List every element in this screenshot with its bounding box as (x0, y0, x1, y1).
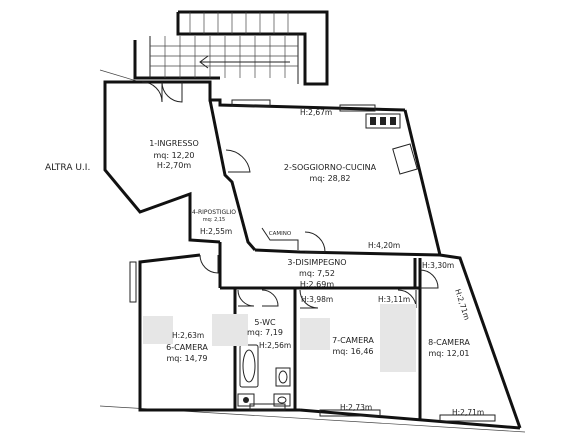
outside-label: ALTRA U.I. (45, 163, 90, 173)
height-soggiorno-top: H:2,67m (300, 108, 332, 117)
camino-label: CAMINO (269, 231, 292, 237)
room-name-camera8: 8-CAMERA (428, 338, 470, 347)
bathroom-fixtures (237, 344, 291, 407)
room-name-camera7: 7-CAMERA (332, 336, 374, 345)
room-area-camera8: mq: 12,01 (428, 349, 469, 358)
height-corner-right: H:3,30m (422, 261, 454, 270)
boundary-line (99, 69, 141, 83)
redacted-areas (143, 304, 416, 372)
height-ripostiglio: H:2,55m (200, 227, 232, 236)
height-diagonal-right: H:2,71m (453, 288, 472, 321)
room-area-camera7: mq: 16,46 (332, 347, 373, 356)
doors (141, 81, 439, 309)
room-height-ingresso: H:2,70m (157, 161, 192, 170)
exterior-walls (103, 80, 522, 430)
room-area-ripostiglio: mq: 2,15 (203, 217, 225, 223)
room-height-disimpegno: H:2,69m (300, 280, 335, 289)
room-name-soggiorno: 2-SOGGIORNO-CUCINA (284, 163, 377, 172)
room-area-ingresso: mq: 12,20 (153, 151, 194, 160)
room-area-soggiorno: mq: 28,82 (309, 174, 350, 183)
height-wc-left: H:3,98m (301, 295, 333, 304)
height-camera7-bottom: H:2,73m (340, 403, 372, 412)
windows (129, 99, 496, 422)
room-area-wc: mq: 7,19 (247, 328, 283, 337)
kitchen-fixtures (365, 113, 418, 175)
room-name-wc: 5-WC (254, 318, 276, 327)
staircase (133, 10, 329, 86)
height-camera6-top: H:2,63m (172, 331, 204, 340)
height-camera8-bottom: H:2,71m (452, 408, 484, 417)
room-area-camera6: mq: 14,79 (166, 354, 207, 363)
height-camera7-top: H:3,11m (378, 295, 410, 304)
room-name-camera6: 6-CAMERA (166, 343, 208, 352)
room-area-disimpegno: mq: 7,52 (299, 269, 335, 278)
height-soggiorno-mid: H:4,20m (368, 241, 400, 250)
room-name-ingresso: 1-INGRESSO (149, 139, 199, 148)
room-name-ripostiglio: 4-RIPOSTIGLIO (192, 209, 236, 216)
height-wc-inner: H:2,56m (259, 341, 291, 350)
room-name-disimpegno: 3-DISIMPEGNO (287, 258, 346, 267)
